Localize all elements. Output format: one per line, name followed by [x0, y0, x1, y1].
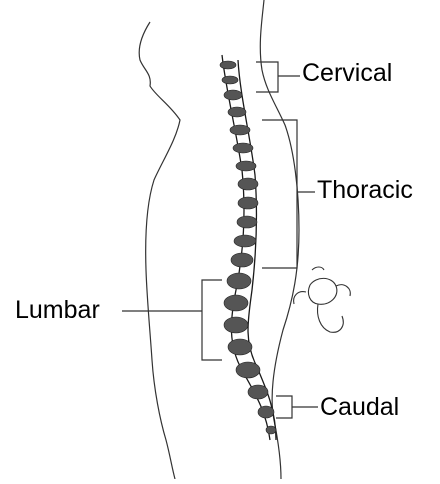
label-cervical: Cervical — [302, 61, 392, 86]
label-caudal: Caudal — [320, 395, 399, 420]
label-lumbar: Lumbar — [15, 298, 100, 323]
vertebrae — [220, 61, 276, 434]
bracket-lumbar — [122, 280, 222, 360]
body-outline-front — [139, 22, 180, 479]
label-thoracic: Thoracic — [317, 178, 413, 203]
bracket-thoracic — [262, 120, 315, 268]
bracket-cervical — [256, 62, 300, 92]
vertebra-detail — [294, 267, 351, 332]
bracket-caudal — [276, 396, 318, 418]
